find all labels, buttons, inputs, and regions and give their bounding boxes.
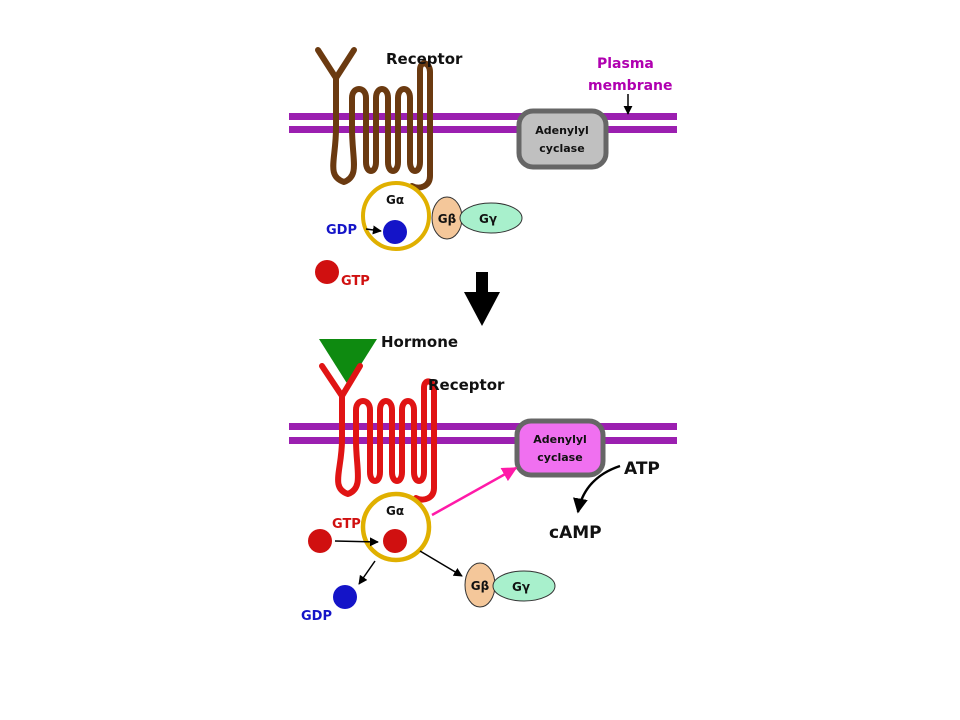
gdp-bound-molecule bbox=[383, 220, 407, 244]
g-alpha-label-bottom: Gα bbox=[386, 504, 404, 518]
transition-arrow bbox=[464, 272, 500, 326]
gtp-bound-molecule bbox=[383, 529, 407, 553]
gtp-free-molecule bbox=[315, 260, 339, 284]
gdp-label-bottom: GDP bbox=[301, 609, 332, 624]
atp-conversion-arrow bbox=[573, 464, 621, 514]
g-alpha-bottom: Gα bbox=[360, 491, 432, 563]
gdp-release-arrow bbox=[358, 560, 376, 585]
g-gamma-top: Gγ bbox=[459, 202, 523, 234]
receptor-active bbox=[319, 363, 437, 503]
gtp-incoming-molecule bbox=[308, 529, 332, 553]
adenylyl-label-line2-top: cyclase bbox=[539, 142, 584, 155]
receptor-label-bottom: Receptor bbox=[428, 376, 505, 394]
g-alpha-label-top: Gα bbox=[386, 193, 404, 207]
atp-label: ATP bbox=[624, 459, 660, 479]
gdp-label-top: GDP bbox=[326, 223, 357, 238]
g-gamma-label-top: Gγ bbox=[479, 212, 497, 226]
gtp-label-top: GTP bbox=[341, 274, 370, 289]
active-state-panel: Hormone Receptor Adenylyl cyclase ATP cA… bbox=[289, 333, 677, 624]
hormone-ligand bbox=[319, 339, 377, 385]
camp-label: cAMP bbox=[549, 523, 602, 543]
hormone-label: Hormone bbox=[381, 333, 458, 351]
gtp-label-bottom: GTP bbox=[332, 517, 361, 532]
adenylyl-label-line1-bottom: Adenylyl bbox=[533, 433, 587, 446]
gdp-released-molecule bbox=[333, 585, 357, 609]
plasma-membrane-bottom bbox=[289, 423, 677, 444]
g-gamma-label-bottom: Gγ bbox=[512, 580, 530, 594]
beta-gamma-release-arrow bbox=[419, 550, 463, 577]
activation-arrow bbox=[431, 466, 518, 517]
g-beta-bottom: Gβ bbox=[464, 562, 496, 608]
gdp-binding-arrow bbox=[365, 225, 382, 235]
g-gamma-bottom: Gγ bbox=[492, 570, 556, 602]
plasma-membrane-label-line2: membrane bbox=[588, 78, 673, 94]
inactive-state-panel: Receptor Plasma membrane Adenylyl cyclas… bbox=[289, 47, 677, 289]
adenylyl-cyclase-inactive: Adenylyl cyclase bbox=[516, 108, 609, 170]
g-beta-label-top: Gβ bbox=[438, 212, 457, 226]
adenylyl-cyclase-active: Adenylyl cyclase bbox=[514, 418, 606, 478]
plasma-membrane-label-line1: Plasma bbox=[597, 56, 654, 72]
gtp-exchange-arrow bbox=[334, 537, 379, 547]
g-alpha-top: Gα bbox=[361, 181, 431, 251]
g-beta-label-bottom: Gβ bbox=[471, 579, 490, 593]
receptor-inactive bbox=[315, 47, 433, 191]
receptor-label-top: Receptor bbox=[386, 50, 463, 68]
g-beta-top: Gβ bbox=[431, 196, 463, 240]
adenylyl-label-line2-bottom: cyclase bbox=[537, 451, 582, 464]
adenylyl-label-line1-top: Adenylyl bbox=[535, 124, 589, 137]
plasma-membrane-top bbox=[289, 113, 677, 133]
